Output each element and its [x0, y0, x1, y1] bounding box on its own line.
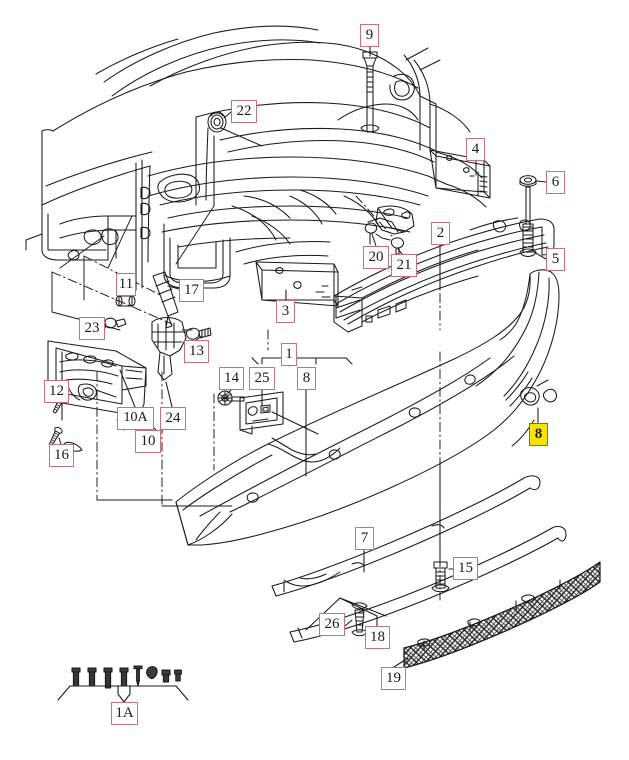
bracket-24 — [151, 316, 193, 381]
part-callout-9[interactable]: 9 — [360, 24, 379, 47]
part-callout-13[interactable]: 13 — [184, 340, 209, 363]
vehicle-body-rear-section — [25, 25, 487, 291]
grommet-14 — [217, 390, 245, 406]
guide-pin-17 — [152, 271, 179, 329]
part-callout-5[interactable]: 5 — [546, 248, 565, 271]
part-callout-8[interactable]: 8 — [297, 367, 316, 390]
part-callout-24[interactable]: 24 — [160, 407, 186, 430]
part-callout-7[interactable]: 7 — [355, 527, 374, 550]
bolt-15 — [431, 561, 450, 593]
part-callout-20[interactable]: 20 — [363, 246, 389, 269]
part-callout-11[interactable]: 11 — [116, 273, 136, 296]
alignment-axes — [51, 195, 441, 601]
bolt-9 — [360, 51, 380, 133]
part-callout-3[interactable]: 3 — [276, 300, 295, 323]
wiring-harness-bracket-20 — [364, 205, 415, 245]
body-plug-22 — [207, 111, 227, 133]
tow-eye-cover-25 — [239, 391, 284, 435]
part-callout-4[interactable]: 4 — [466, 138, 485, 161]
part-callout-8[interactable]: 8 — [529, 423, 548, 446]
hardware-legend-icons — [57, 665, 189, 703]
nut-6 — [519, 175, 537, 187]
part-callout-1a[interactable]: 1A — [111, 702, 138, 725]
part-callout-17[interactable]: 17 — [179, 279, 204, 302]
part-callout-25[interactable]: 25 — [249, 367, 275, 390]
mesh-grille-19 — [403, 561, 601, 669]
spacer-bush-11 — [115, 295, 136, 307]
part-callout-18[interactable]: 18 — [365, 626, 390, 649]
part-callout-16[interactable]: 16 — [49, 444, 74, 467]
part-callout-10a[interactable]: 10A — [117, 407, 154, 430]
part-callout-15[interactable]: 15 — [453, 557, 478, 580]
part-callout-22[interactable]: 22 — [231, 100, 257, 123]
lower-trim-strip-7 — [271, 475, 541, 597]
part-callout-14[interactable]: 14 — [219, 367, 244, 390]
part-callout-23[interactable]: 23 — [79, 317, 105, 340]
screw-21 — [390, 237, 405, 255]
part-callout-2[interactable]: 2 — [431, 222, 450, 245]
bumper-cover — [175, 269, 560, 546]
part-callout-21[interactable]: 21 — [391, 254, 417, 277]
crash-box-left — [255, 261, 339, 307]
part-callout-10[interactable]: 10 — [135, 430, 161, 453]
bolt-5 — [519, 186, 537, 258]
part-callout-26[interactable]: 26 — [319, 613, 345, 636]
part-callout-12[interactable]: 12 — [44, 380, 69, 403]
part-callout-1[interactable]: 1 — [281, 343, 297, 366]
part-callout-6[interactable]: 6 — [546, 171, 565, 194]
part-callout-19[interactable]: 19 — [381, 667, 406, 690]
